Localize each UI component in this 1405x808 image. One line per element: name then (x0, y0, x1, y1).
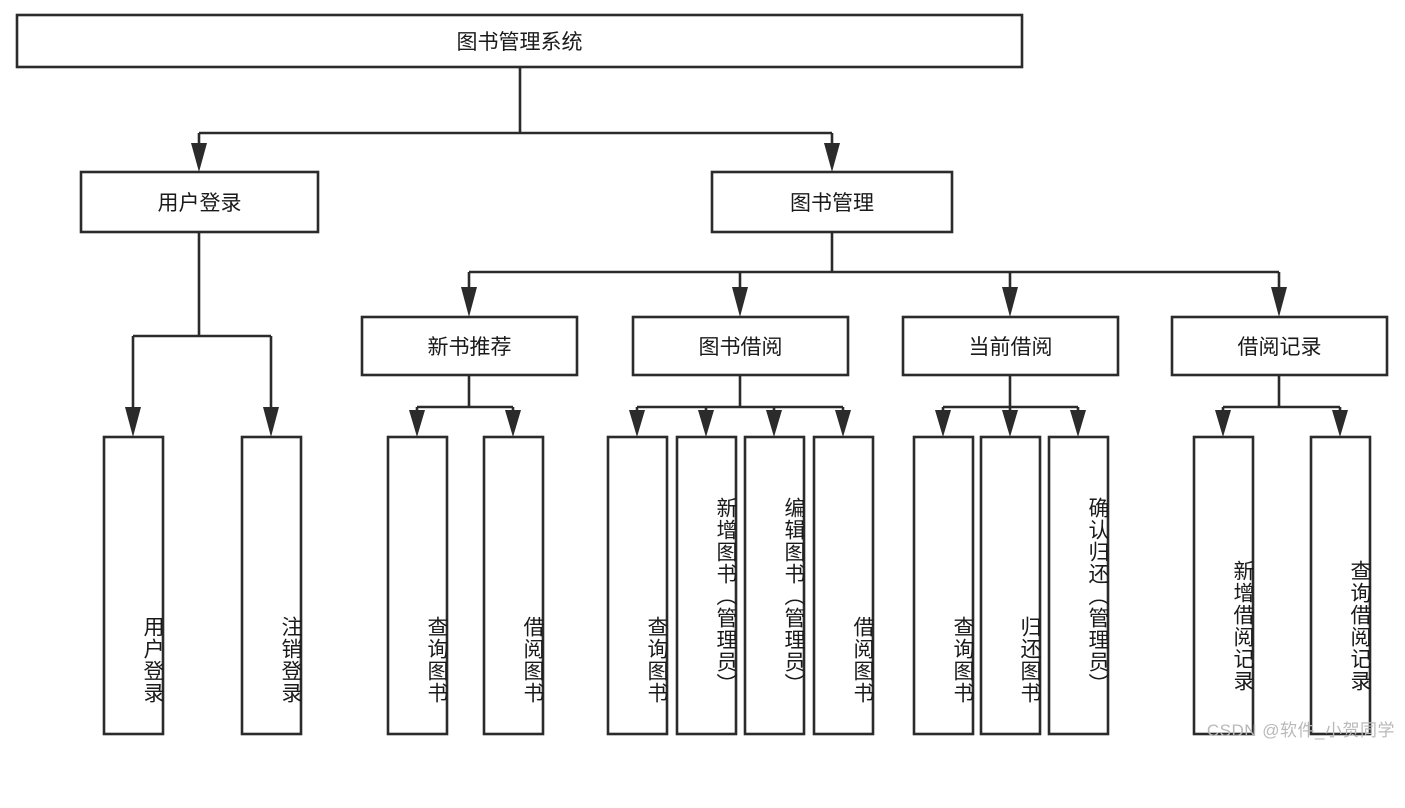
arrow-head-currentborrow-leaf-1 (935, 410, 951, 437)
node-borrow-record[interactable] (1170, 315, 1389, 377)
arrow-head-newbook-leaf-1 (409, 410, 425, 437)
arrow-head-bookborrow-leaf-4 (835, 410, 851, 437)
arrow-head-borrowrecord-leaf-1 (1215, 410, 1231, 437)
leaf-box-borrow-record-0[interactable] (1192, 435, 1255, 736)
arrow-head-leaf-user-login (125, 407, 141, 437)
arrow-head-leaf-logout (263, 407, 279, 437)
leaf-box-new-book-0[interactable] (386, 435, 449, 736)
node-user-login[interactable] (79, 170, 320, 234)
arrow-head-bookborrow-leaf-3 (766, 410, 782, 437)
leaf-box-user-login-0[interactable] (102, 435, 165, 736)
arrow-head-book-borrow (732, 287, 748, 317)
arrow-head-bookborrow-leaf-1 (629, 410, 645, 437)
leaf-box-current-borrow-0[interactable] (912, 435, 975, 736)
node-box-layer (15, 13, 1389, 736)
arrow-head-new-book (461, 287, 477, 317)
node-root-system[interactable] (15, 13, 1024, 69)
node-new-book-recommend[interactable] (360, 315, 579, 377)
node-book-management[interactable] (710, 170, 954, 234)
node-current-borrow[interactable] (901, 315, 1120, 377)
leaf-box-current-borrow-1[interactable] (979, 435, 1042, 736)
arrow-head-currentborrow-leaf-3 (1070, 410, 1086, 437)
leaf-box-current-borrow-2[interactable] (1047, 435, 1110, 736)
arrow-head-borrow-record (1271, 287, 1287, 317)
arrow-head-newbook-leaf-2 (505, 410, 521, 437)
leaf-box-user-login-1[interactable] (240, 435, 303, 736)
leaf-box-new-book-1[interactable] (482, 435, 545, 736)
arrow-head-current-borrow (1002, 287, 1018, 317)
leaf-box-borrow-record-1[interactable] (1309, 435, 1372, 736)
arrow-head-user-login (191, 143, 207, 172)
arrow-head-bookborrow-leaf-2 (698, 410, 714, 437)
arrow-head-borrowrecord-leaf-2 (1332, 410, 1348, 437)
arrow-head-currentborrow-leaf-2 (1002, 410, 1018, 437)
diagram-canvas (15, 13, 1389, 736)
node-book-borrow[interactable] (631, 315, 850, 377)
leaf-box-book-borrow-1[interactable] (675, 435, 738, 736)
org-chart-diagram: 图书管理系统 用户登录 图书管理 新书推荐 图书借阅 当前借阅 借阅记录 用户登… (15, 13, 1395, 740)
leaf-box-book-borrow-3[interactable] (812, 435, 875, 736)
leaf-box-book-borrow-0[interactable] (606, 435, 669, 736)
csdn-watermark: CSDN @软件_小贺同学 (1206, 721, 1395, 740)
arrow-head-book-manage (824, 143, 840, 172)
connector-layer (125, 67, 1348, 437)
leaf-box-book-borrow-2[interactable] (743, 435, 806, 736)
